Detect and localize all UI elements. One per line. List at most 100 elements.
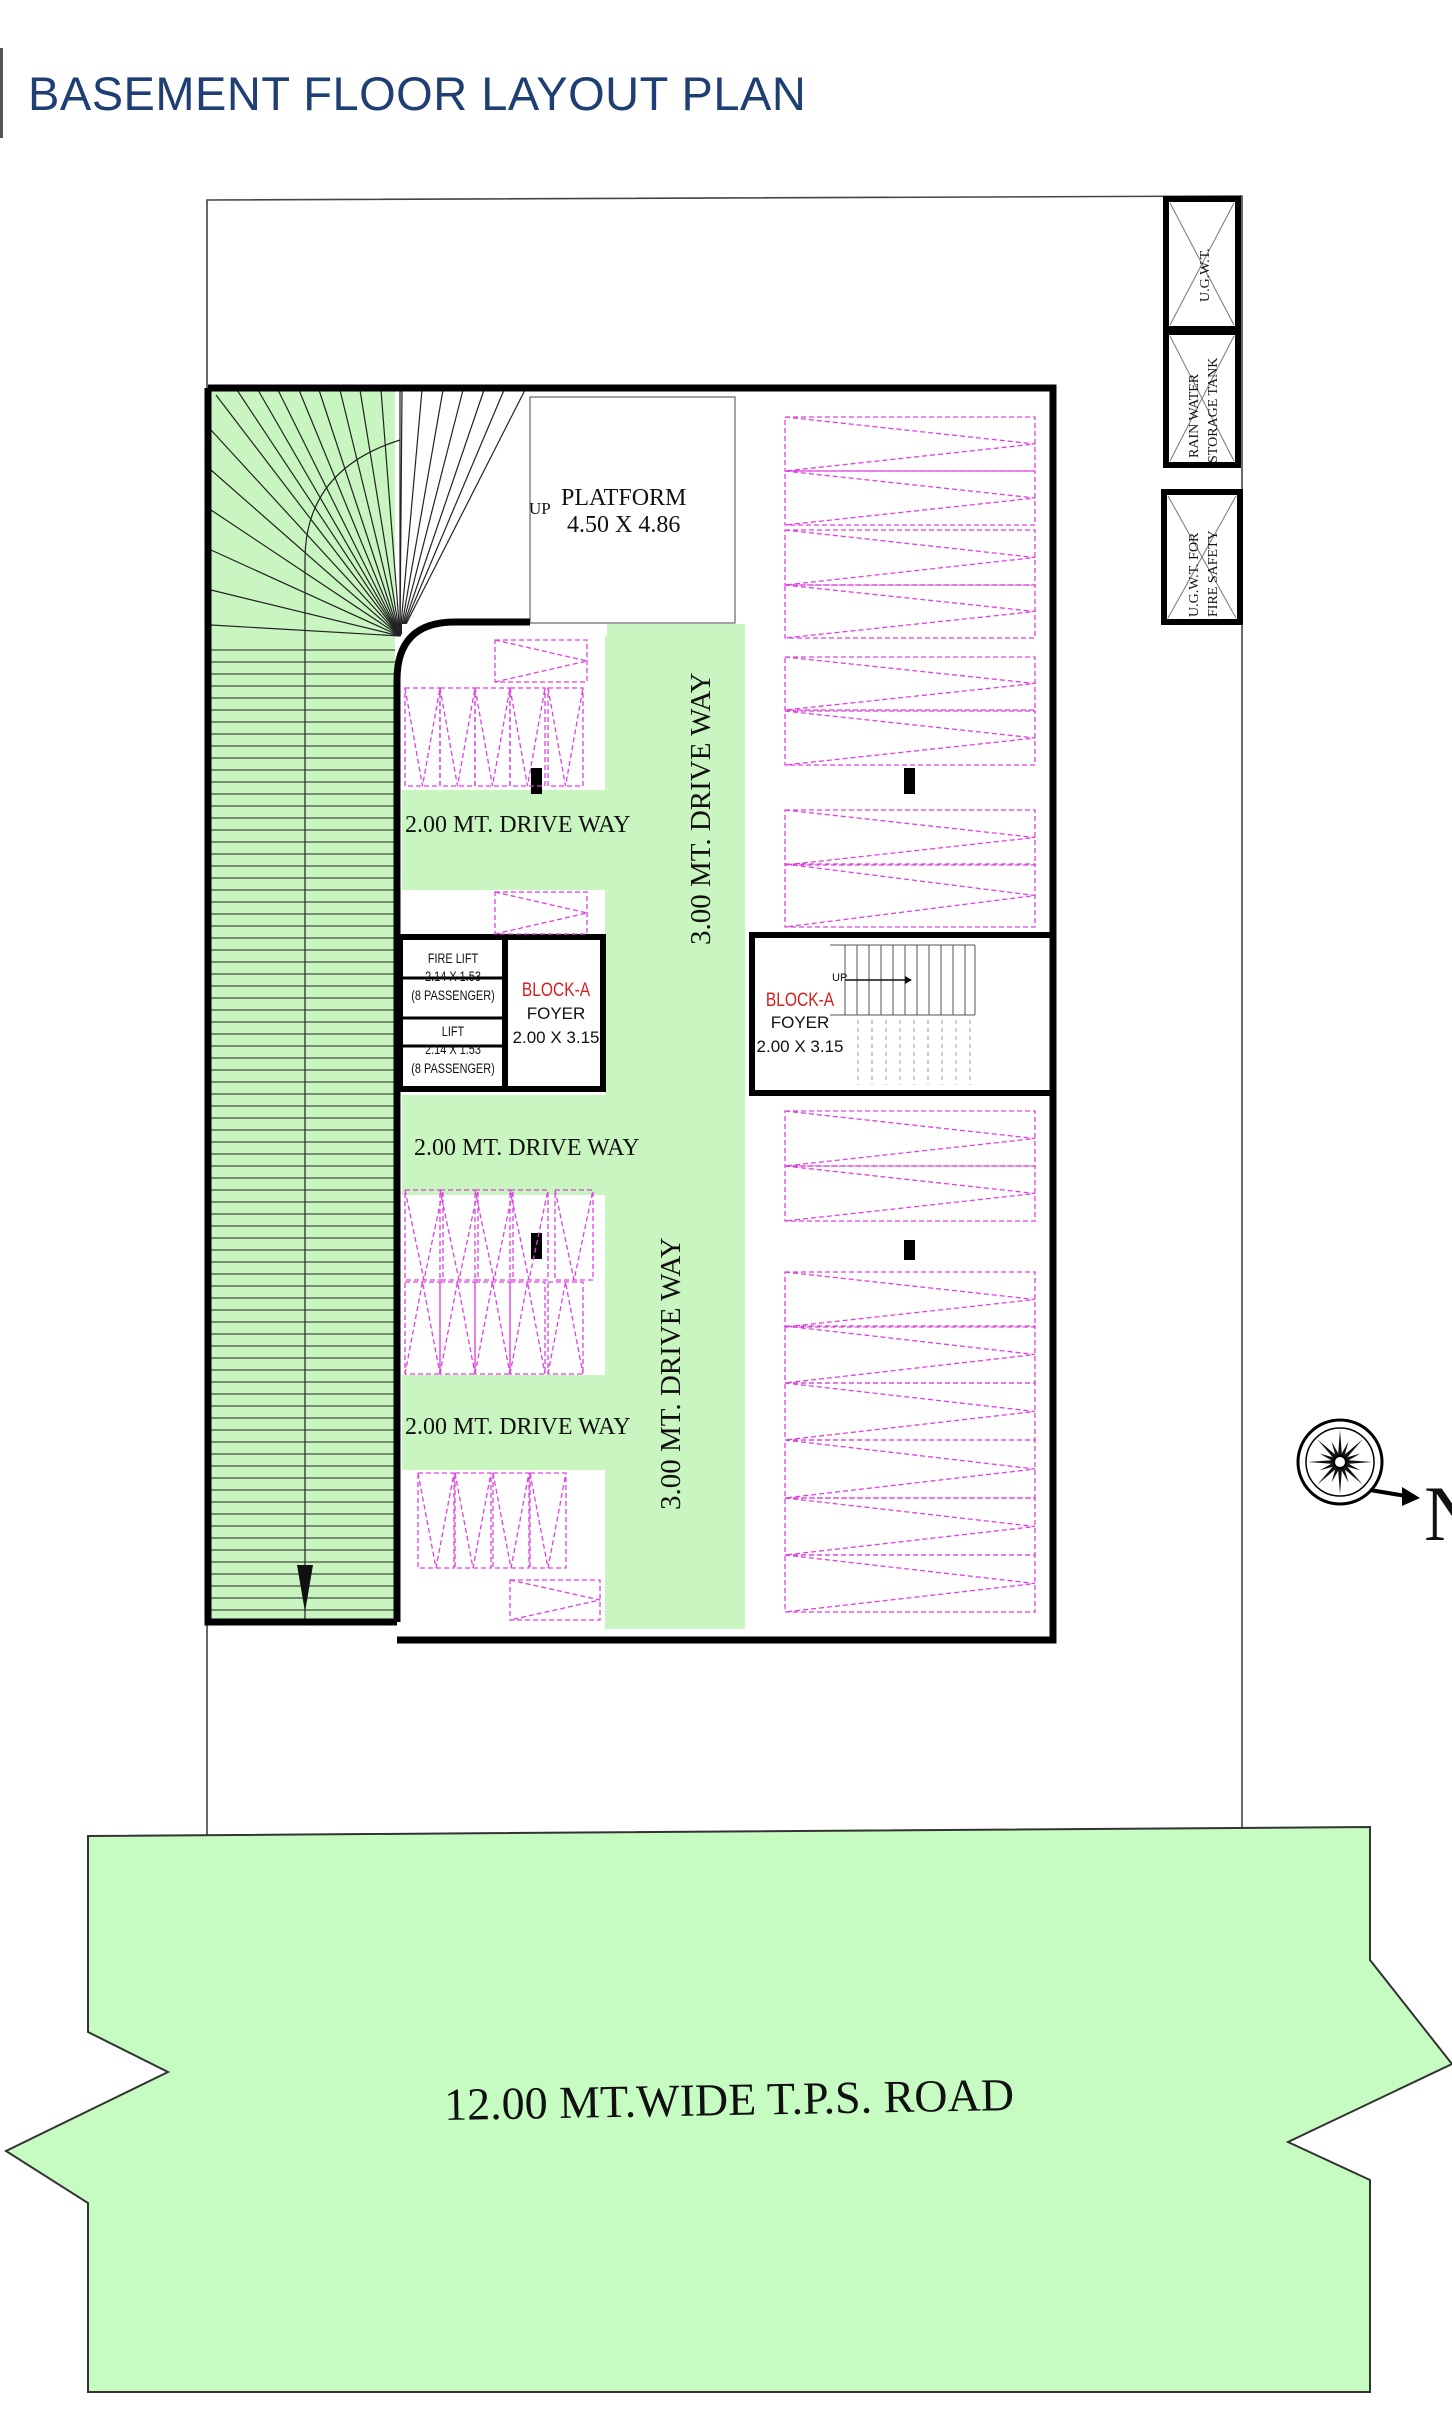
compass-point	[1337, 1430, 1343, 1457]
platform-label: PLATFORM	[561, 485, 686, 511]
parking-stall-mark	[529, 1472, 567, 1569]
parking-stall-mark	[509, 1579, 601, 1621]
compass-point	[1345, 1459, 1372, 1465]
ramp-steps	[211, 649, 395, 1611]
parking-stall	[784, 1382, 1036, 1441]
parking-stall	[784, 416, 1036, 472]
parking-stall	[784, 1165, 1036, 1222]
parking-stall	[784, 470, 1036, 526]
parking-stall-mark	[784, 656, 1036, 711]
parking-stall-mark	[784, 710, 1036, 766]
parking-stall	[784, 809, 1036, 866]
parking-stall-mark	[509, 687, 546, 787]
right-foyer-block: BLOCK-A	[766, 989, 835, 1011]
compass-point	[1319, 1462, 1336, 1471]
ramp-spiral-lines	[210, 389, 526, 1620]
lift-size: 2.14 X 1.53	[425, 1042, 481, 1058]
parking-stall	[784, 710, 1036, 766]
compass-point	[1340, 1466, 1349, 1483]
fire-lift-size: 2.14 X 1.53	[425, 969, 481, 985]
parking-stall-mark	[454, 1472, 492, 1569]
road-label: 12.00 MT.WIDE T.P.S. ROAD	[444, 2069, 1015, 2130]
parking-stall	[509, 1579, 601, 1621]
parking-stall-mark	[784, 1554, 1036, 1613]
compass-point	[1342, 1464, 1363, 1485]
parking-stall-mark	[439, 1189, 479, 1281]
right-foyer-name: FOYER	[771, 1013, 830, 1032]
parking-stall	[404, 1189, 444, 1281]
tank-rain-water	[1163, 329, 1241, 468]
compass-point	[1317, 1439, 1338, 1460]
tank-fire-label-2: FIRE SAFETY	[1206, 530, 1221, 617]
parking-stall	[439, 687, 476, 787]
parking-stall	[404, 687, 441, 787]
tank-rain-label-1: RAIN WATER	[1187, 373, 1202, 458]
parking-stall-mark	[784, 1110, 1036, 1167]
compass-point	[1340, 1441, 1349, 1458]
parking-stall-mark	[784, 470, 1036, 526]
page-title: BASEMENT FLOOR LAYOUT PLAN	[28, 67, 807, 120]
parking-stall	[529, 1472, 567, 1569]
parking-stall-mark	[492, 1472, 530, 1569]
parking-stall-mark	[474, 1281, 511, 1375]
title-accent-bar	[0, 48, 3, 138]
parking-stall-mark	[509, 1281, 546, 1375]
right-foyer-core	[749, 932, 1056, 1096]
right-stair	[830, 944, 976, 1016]
compass-point	[1331, 1466, 1340, 1483]
north-label: N	[1424, 1470, 1452, 1557]
side-driveway-2	[402, 1095, 607, 1195]
tank-rain-label-2: STORAGE TANK	[1206, 358, 1221, 463]
compass-rose-icon	[1296, 1418, 1420, 1506]
lift-core	[397, 934, 606, 1092]
parking-stall-mark	[439, 687, 476, 787]
main-driveway-label-bottom: 3.00 MT. DRIVE WAY	[655, 1237, 687, 1510]
parking-stall-mark	[784, 1325, 1036, 1384]
compass-point	[1337, 1467, 1343, 1494]
parking-stall	[494, 891, 588, 935]
parking-stall-mark	[784, 416, 1036, 472]
tank-fire-safety	[1161, 489, 1243, 625]
parking-stall-mark	[494, 891, 588, 935]
parking-stall	[439, 1281, 476, 1375]
right-stair-arrowhead	[905, 976, 912, 984]
parking-stall	[494, 639, 588, 683]
parking-stall	[784, 656, 1036, 711]
compass-point	[1331, 1441, 1340, 1458]
parking-stall-mark	[547, 1281, 584, 1375]
parking-stall-mark	[784, 1271, 1036, 1328]
parking-stall	[509, 1189, 549, 1281]
platform-area	[529, 396, 736, 624]
left-foyer-size: 2.00 X 3.15	[513, 1028, 600, 1047]
parking-stall-mark	[474, 687, 511, 787]
parking-stall	[474, 1189, 514, 1281]
parking-stall-mark	[784, 584, 1036, 639]
compass-point	[1344, 1462, 1361, 1471]
tank-ugwt-label: U.G.W.T.	[1198, 248, 1213, 302]
right-stair-dashed	[857, 1020, 971, 1085]
lift-name: LIFT	[442, 1024, 465, 1040]
side-driveway-1	[402, 790, 607, 890]
parking-stall	[784, 1439, 1036, 1499]
title-block: BASEMENT FLOOR LAYOUT PLAN	[0, 48, 900, 143]
parking-stall-mark	[554, 1189, 594, 1281]
main-driveway	[605, 624, 745, 1629]
parking-stall	[439, 1189, 479, 1281]
compass-point	[1344, 1453, 1361, 1462]
parking-stall	[554, 1189, 594, 1281]
parking-stall	[784, 863, 1036, 928]
parking-stall	[474, 687, 511, 787]
right-foyer-size: 2.00 X 3.15	[757, 1037, 844, 1056]
parking-stall-mark	[417, 1472, 455, 1569]
platform-size: 4.50 X 4.86	[567, 512, 680, 538]
parking-stall-mark	[474, 1189, 514, 1281]
parking-stalls	[404, 416, 1036, 1621]
parking-stall	[784, 1497, 1036, 1556]
parking-stall	[784, 584, 1036, 639]
parking-stall	[492, 1472, 530, 1569]
compass-point	[1342, 1439, 1363, 1460]
parking-stall-mark	[547, 687, 584, 787]
parking-stall-mark	[404, 687, 441, 787]
parking-stall-mark	[784, 1165, 1036, 1222]
